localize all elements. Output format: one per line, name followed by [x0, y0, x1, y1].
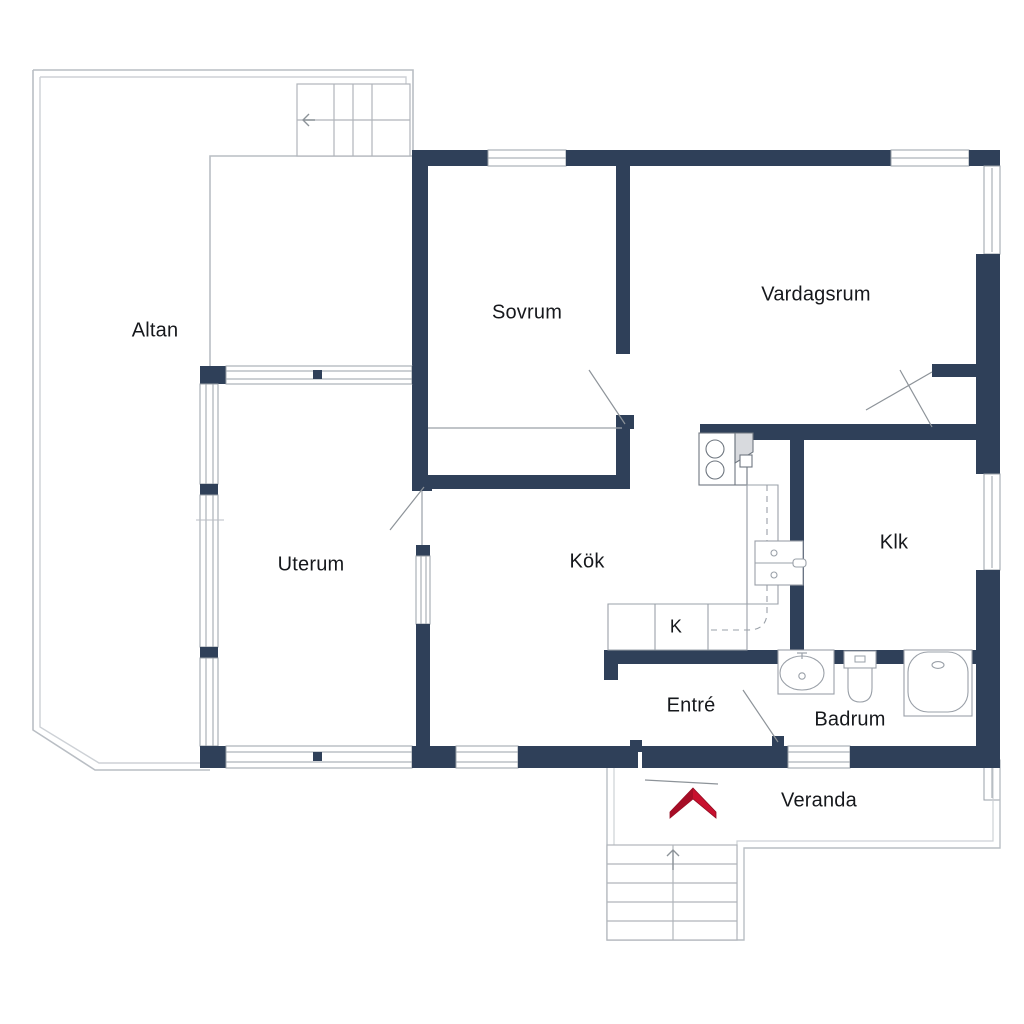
door-swing-uterum	[389, 486, 425, 531]
room-label-vardagsrum: Vardagsrum	[761, 283, 871, 306]
altan-deck-outline	[32, 69, 414, 771]
uterum-corner-post-top-right	[412, 366, 428, 384]
kitchen-faucet	[792, 558, 807, 568]
stairs-direction-arrow-left	[302, 113, 315, 127]
room-label-uterum: Uterum	[277, 553, 345, 576]
kitchen-counter-horizontal	[607, 603, 748, 651]
wall-exterior-left-upper	[412, 150, 428, 490]
wall-exterior-right	[976, 150, 1001, 801]
entrance-leader-line	[644, 779, 719, 785]
toilet-bowl	[847, 667, 873, 703]
door-swing-klk-lower	[865, 371, 933, 411]
stairs-upper-deck	[296, 83, 411, 157]
room-label-klk: Klk	[879, 531, 909, 554]
room-label-kok: Kök	[569, 550, 605, 573]
bottom-mullion	[313, 752, 322, 761]
wall-interior-sovrum-right	[616, 166, 630, 354]
uterum-glazed-walls	[196, 365, 428, 747]
room-label-refrigerator: K	[669, 616, 683, 637]
wall-exterior-top	[412, 149, 1000, 167]
stairs-entrance	[606, 844, 738, 941]
room-label-badrum: Badrum	[814, 708, 886, 731]
wall-exterior-bottom	[200, 689, 1000, 769]
stairs-direction-arrow-up	[666, 849, 680, 870]
door-swing-klk-upper	[899, 369, 933, 428]
bathtub	[907, 651, 969, 713]
door-swing-sovrum	[588, 369, 626, 425]
uterum-mullion-top	[313, 370, 322, 379]
wall-interior-sovrum-bottom	[428, 369, 634, 489]
bathroom-fixtures	[777, 649, 973, 717]
kitchen-fixtures	[607, 432, 807, 651]
wall-interior-uterum-right	[389, 475, 432, 746]
entrance-direction-marker	[644, 779, 719, 819]
room-label-entre: Entré	[666, 694, 716, 717]
room-label-veranda: Veranda	[781, 789, 857, 812]
kitchen-dashed-run	[708, 485, 768, 631]
room-label-altan: Altan	[131, 319, 179, 342]
room-label-sovrum: Sovrum	[491, 301, 563, 324]
bathtub-drain	[931, 661, 945, 669]
door-swing-entre	[742, 689, 779, 743]
uterum-corner-post-top-left	[200, 366, 226, 384]
